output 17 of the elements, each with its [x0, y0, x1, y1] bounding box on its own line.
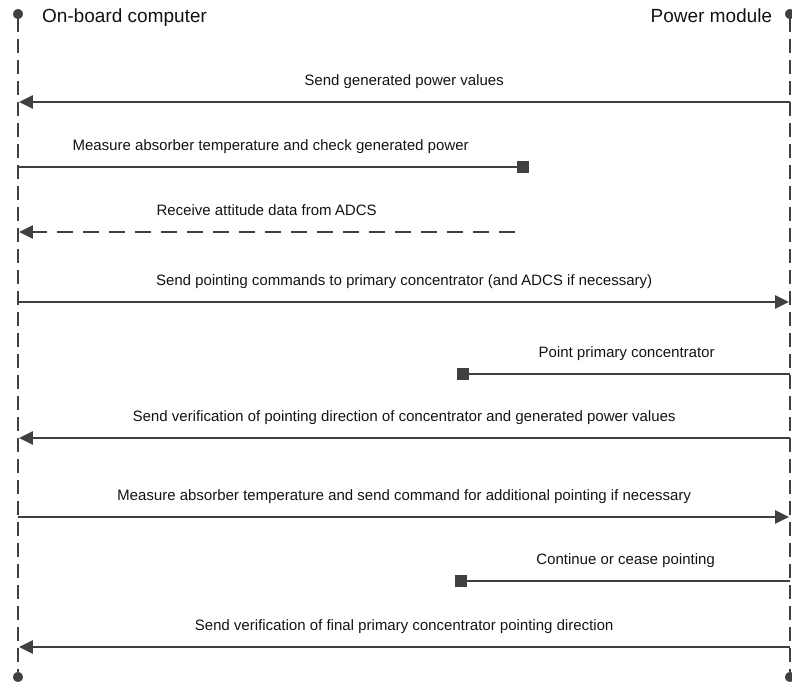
arrow [18, 295, 789, 309]
edge-label: Send generated power values [304, 72, 504, 89]
arrow [19, 431, 790, 445]
edge-label: Send verification of pointing direction of concentrator and generated power values [132, 408, 676, 425]
arrow [19, 95, 790, 109]
edge-label: Continue or cease pointing [536, 551, 715, 568]
edge-label: Measure absorber temperature and send command for additional pointing if necessary [117, 487, 691, 504]
edge-label: Send pointing commands to primary concentrator (and ADCS if necessary) [156, 272, 652, 289]
edge-label: Measure absorber temperature and check generated power [72, 137, 469, 154]
arrow [19, 225, 515, 239]
arrow [19, 640, 790, 654]
edge-label: Point primary concentrator [538, 344, 714, 361]
lifeline-title: On-board computer [42, 6, 207, 28]
edge-label: Send verification of final primary concentrator pointing direction [194, 617, 614, 634]
edge-label: Receive attitude data from ADCS [156, 202, 377, 219]
arrow [18, 510, 789, 524]
lifeline-title: Power module [650, 6, 772, 28]
